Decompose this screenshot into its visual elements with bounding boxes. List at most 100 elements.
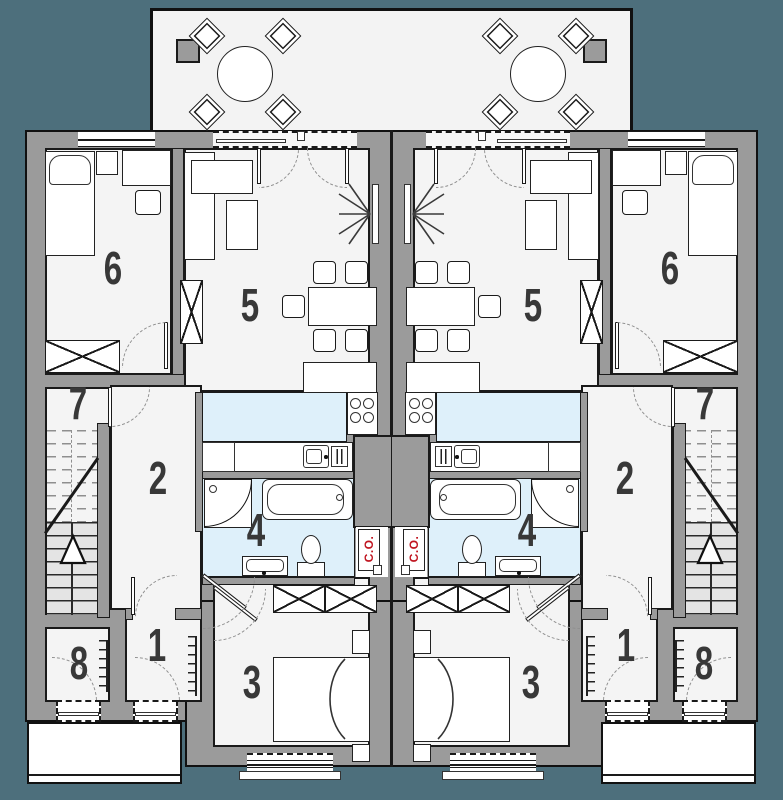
tv-rays-icon [412,183,445,245]
room-label-3: 3 [242,656,262,708]
chimney-block [353,435,391,528]
sink-basin [306,449,322,464]
bedroom-window [247,760,333,768]
duvet-fold-line [437,658,454,740]
wardrobe [663,340,738,373]
boiler-label: C.O. [407,535,421,563]
room-1-door-leaf [648,577,652,615]
terrace-round-table [217,46,273,102]
kitchen-cabinet [548,442,581,472]
wall-kitchen-hall [580,392,588,532]
burner [422,412,433,423]
sink-basin [461,449,477,464]
tv-rays-icon [338,183,371,245]
wardrobe [458,585,510,613]
dining-chair [478,295,501,318]
burner [422,398,433,409]
sofa-corner-horizontal [530,160,592,194]
room-label-8: 8 [694,637,714,689]
tall-cabinet [580,280,603,344]
room-label-7: 7 [695,377,715,429]
desk [122,150,171,186]
sofa-corner-vertical [184,152,215,260]
dining-chair [447,261,470,284]
drainer [331,446,348,467]
tall-cabinet [180,280,203,344]
burner [409,398,420,409]
dining-chair [415,261,438,284]
bathtub-inner [439,484,516,515]
kitchen-floor [202,392,347,442]
dining-chair [313,329,336,352]
nightstand [413,744,431,762]
chimney-block [392,435,430,528]
party-wall-line [390,130,393,767]
bathtub-drain [440,494,447,501]
terrace-door-panel [216,139,286,143]
entrance-porch [27,722,182,784]
dining-chair [282,295,305,318]
stairs-divider-dashed [71,430,74,522]
bathtub-inner [267,484,344,515]
terrace-round-table [510,46,566,102]
bathtub-drain [336,494,343,501]
kitchen-island [303,362,377,393]
sofa-corner-horizontal [191,160,253,194]
dining-table [406,287,475,326]
dining-chair [415,329,438,352]
wall-bathroom-bottom [202,577,355,585]
toilet-tank [458,562,486,577]
window-sill [442,771,544,780]
room-6-window [628,131,705,147]
terrace-door-handle [478,131,486,141]
wall-stub [581,608,608,620]
desk-chair [135,190,161,215]
stairs-upper-flight [47,430,97,522]
burner [409,412,420,423]
wardrobe [45,340,120,373]
kitchen-island [406,362,480,393]
terrace-door-handle [297,131,305,141]
stairs-direction-arrow [59,533,87,565]
room-label-8: 8 [69,637,89,689]
entrance-door-leaf [684,712,725,716]
radiator [675,640,684,692]
wardrobe [325,585,377,613]
stairs-railing-wall [97,423,110,618]
room-label-6: 6 [660,242,680,294]
room-label-6: 6 [103,242,123,294]
duvet-fold-line [329,658,346,740]
sink-faucet-dot [455,455,459,459]
desk-chair [622,190,648,215]
entrance-door-opening-storage [682,700,727,722]
toilet-bowl [301,535,321,564]
tv-panel [404,184,411,244]
bedroom-window [450,760,536,768]
wardrobe [273,585,325,613]
sink-faucet-dot [324,455,328,459]
room-label-2: 2 [148,452,168,504]
radiator [188,636,197,696]
room-label-5: 5 [240,279,260,331]
room-label-1: 1 [147,619,167,671]
window-sill [239,771,341,780]
room-label-4: 4 [517,504,537,556]
dining-table [308,287,377,326]
room-6-window [78,131,155,147]
nightstand [352,744,370,762]
burner [363,412,374,423]
nightstand [413,630,431,654]
room-label-7: 7 [68,377,88,429]
porch-step-line [603,774,754,776]
coffee-table [525,200,557,250]
room-label-3: 3 [521,656,541,708]
entrance-door-leaf [607,712,648,716]
dining-chair [447,329,470,352]
pillow [49,155,91,185]
bed-double [273,657,370,742]
stairs-divider-dashed [709,430,712,522]
tv-panel [372,184,379,244]
